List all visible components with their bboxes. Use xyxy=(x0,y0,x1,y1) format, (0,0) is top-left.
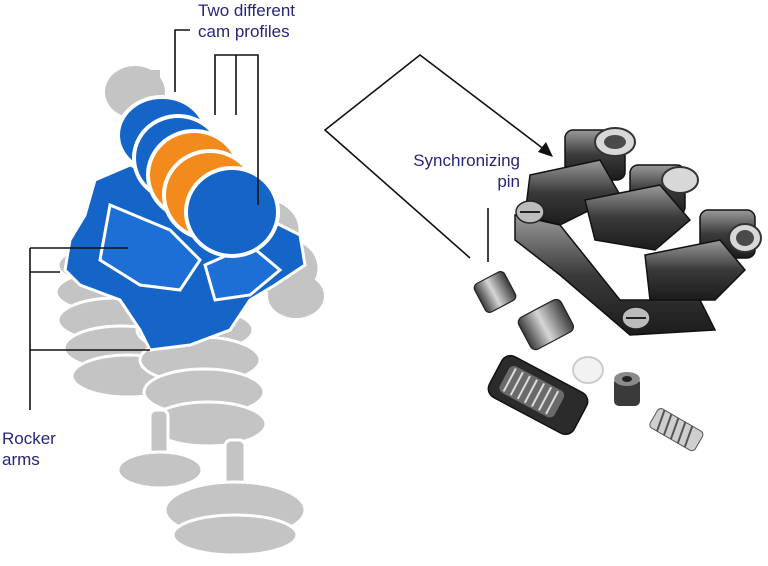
rocker-arm-assembly-icon xyxy=(514,127,762,336)
rocker-arm-block xyxy=(63,163,307,352)
arrow-head xyxy=(538,142,553,157)
leader-lines xyxy=(29,29,546,410)
cam-profiles-label-line1: Two different xyxy=(198,1,296,20)
synchronizing-pin-label-line2: pin xyxy=(497,172,520,191)
cam-lobes xyxy=(116,95,280,258)
retainer xyxy=(614,372,640,406)
synchronizing-pin-label: Synchronizing pin xyxy=(386,150,520,192)
washer xyxy=(572,356,604,384)
rocker-arms-label-line1: Rocker xyxy=(2,429,56,448)
rocker-arms-label-line2: arms xyxy=(2,450,40,469)
synchronizing-pin-label-line1: Synchronizing xyxy=(413,151,520,170)
spring-icon xyxy=(649,408,704,452)
synchronizing-pin-icon xyxy=(473,271,575,351)
valve-spring-icon xyxy=(54,243,307,557)
rocker-arms-label: Rocker arms xyxy=(2,428,56,470)
cam-profiles-label-line2: cam profiles xyxy=(198,22,290,41)
cam-profiles-label: Two different cam profiles xyxy=(198,0,295,42)
piston-assembly xyxy=(487,354,589,436)
